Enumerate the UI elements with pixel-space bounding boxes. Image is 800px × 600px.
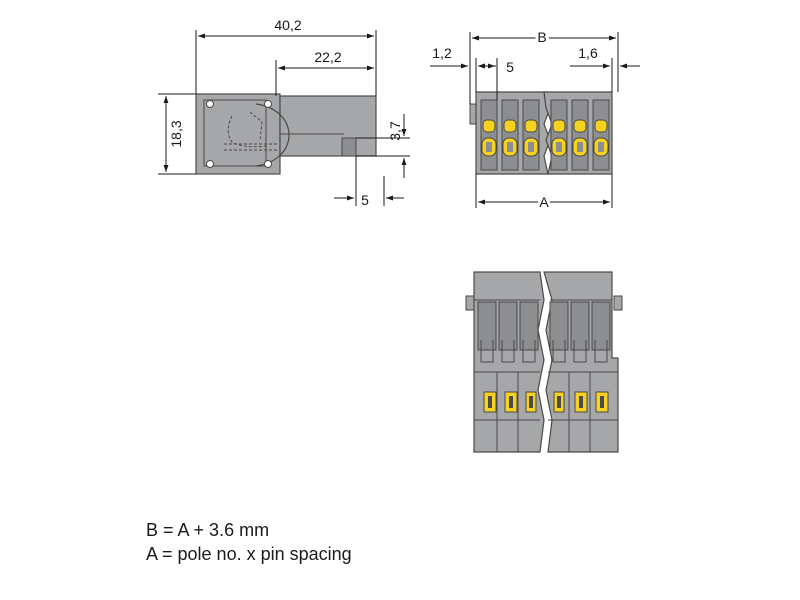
bottom-view-latches xyxy=(483,391,609,413)
dim-label-pitch: 5 xyxy=(506,59,514,75)
dim-label-A: A xyxy=(539,194,549,210)
formula-a: A = pole no. x pin spacing xyxy=(146,544,352,564)
dim-label-left-edge: 1,2 xyxy=(432,45,452,61)
dimension-body-length: 22,2 xyxy=(275,49,374,96)
dimension-pin-offset: 5 xyxy=(334,156,404,208)
front-view-latches xyxy=(481,119,609,157)
dimension-left-edge: 1,2 xyxy=(430,45,496,92)
dim-label-pin-offset: 5 xyxy=(361,192,369,208)
dim-label-height: 18,3 xyxy=(168,120,184,147)
dimension-offset: 3,7 xyxy=(356,114,410,178)
dim-label-right-edge: 1,6 xyxy=(578,45,598,61)
bottom-view-slots xyxy=(477,301,611,363)
bottom-view xyxy=(465,271,623,453)
bottom-view-housing xyxy=(465,271,623,453)
dim-label-B: B xyxy=(537,29,546,45)
dimension-overall-length: 40,2 xyxy=(195,17,377,96)
dim-label-body-length: 22,2 xyxy=(314,49,341,65)
dimension-height: 18,3 xyxy=(158,93,196,175)
dim-label-overall-length: 40,2 xyxy=(274,17,301,33)
formula-b: B = A + 3.6 mm xyxy=(146,520,270,540)
dimension-B: B xyxy=(469,26,619,104)
side-view: 40,2 22,2 18,3 3,7 5 xyxy=(158,17,410,208)
side-view-housing xyxy=(195,93,377,175)
dimension-right-edge: 1,6 xyxy=(570,45,640,92)
front-view-housing xyxy=(469,91,613,175)
front-view: B 1,2 5 1,6 A xyxy=(430,26,640,213)
dim-label-offset: 3,7 xyxy=(387,121,403,141)
dimension-A: A xyxy=(475,174,613,213)
dimension-pitch: 5 xyxy=(478,58,514,100)
